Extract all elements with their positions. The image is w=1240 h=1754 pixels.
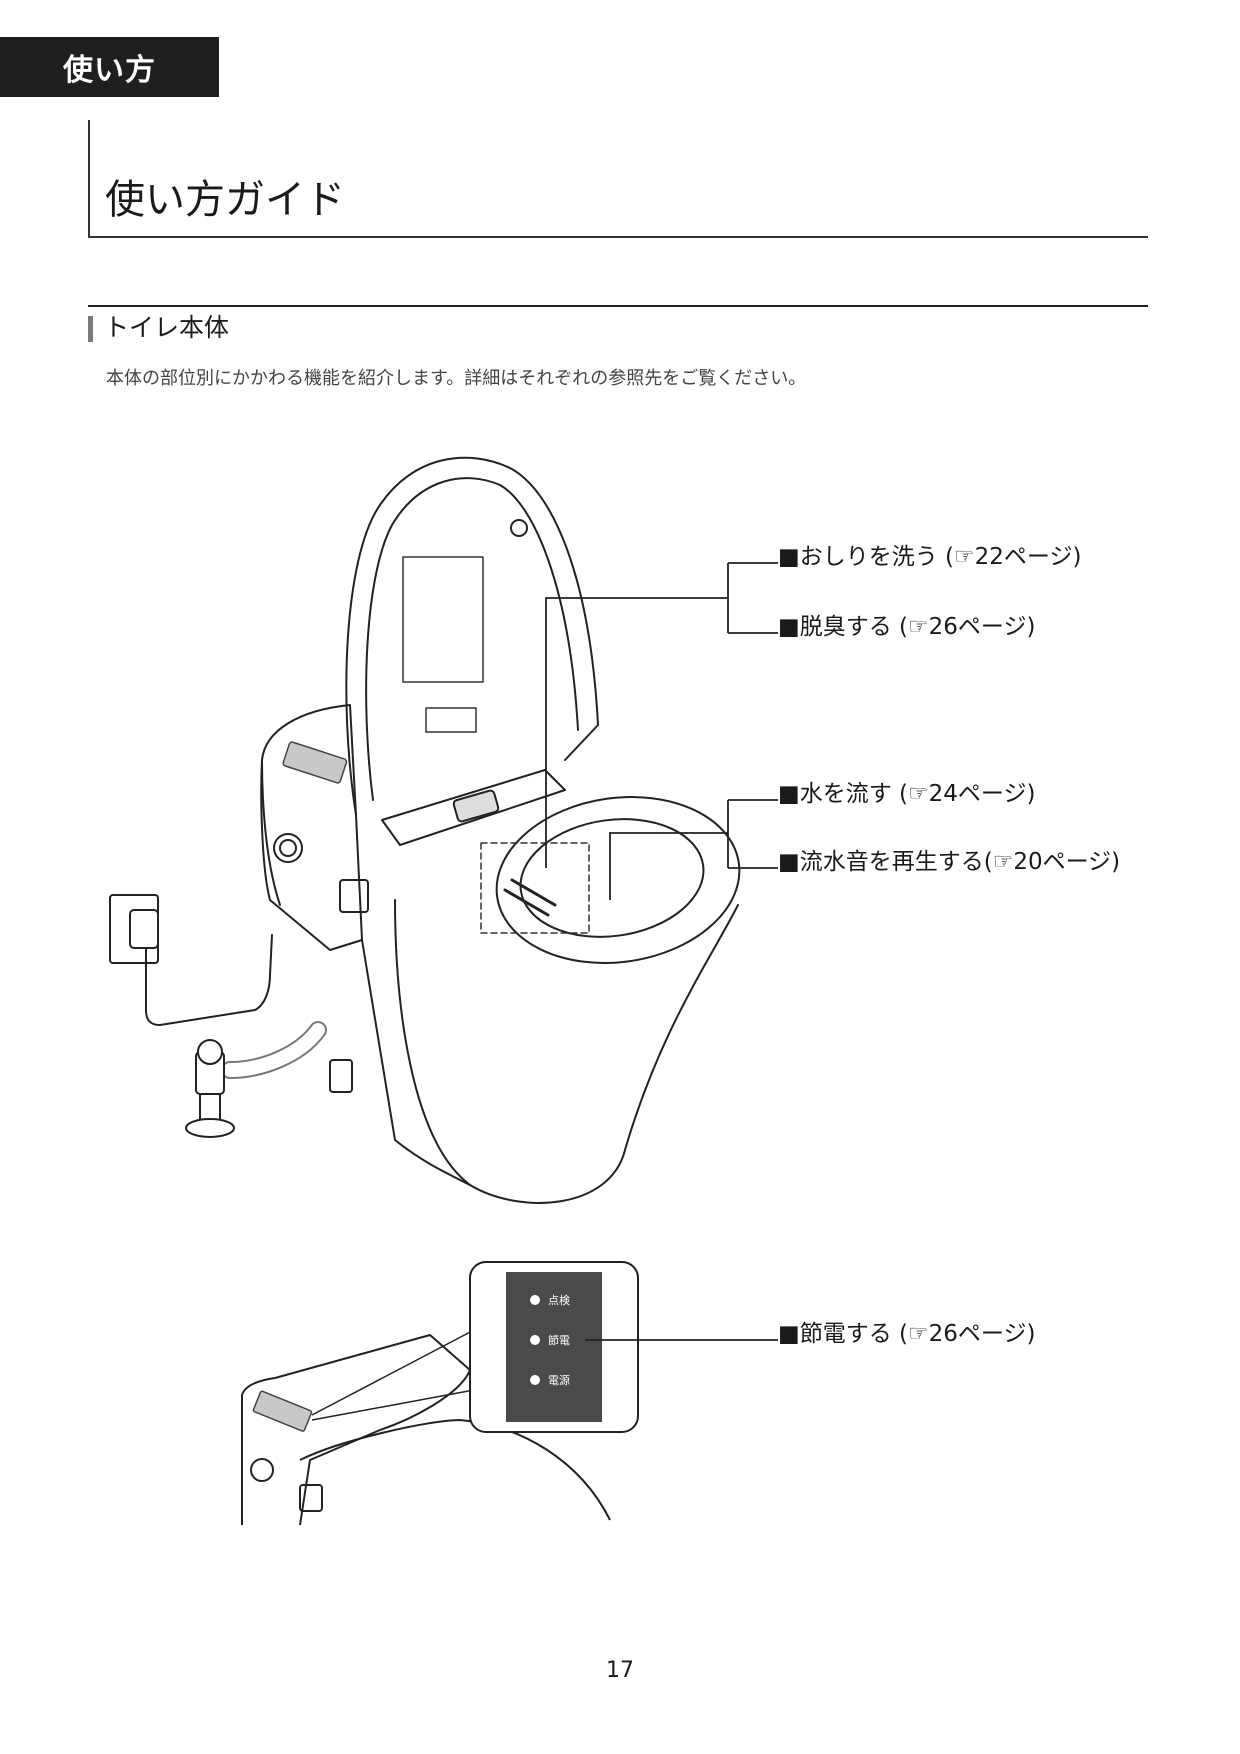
side-port — [339, 879, 369, 913]
toilet-lid-inner — [365, 477, 579, 801]
callout-flush-sound: ■流水音を再生する(☞20ページ) — [778, 849, 1121, 875]
panel-label-power: 電源 — [548, 1373, 570, 1387]
indicator-power — [530, 1375, 540, 1385]
callout-power-save: ■節電する (☞26ページ) — [778, 1321, 1036, 1347]
title-rule-vertical — [88, 120, 90, 238]
toilet-lid — [345, 456, 599, 816]
valve-base — [185, 1118, 235, 1138]
control-panel — [506, 1272, 602, 1422]
panel-label-eco: 節電 — [548, 1333, 570, 1347]
zoom-line — [311, 1329, 475, 1421]
section-intro: 本体の部位別にかかわる機能を紹介します。詳細はそれぞれの参照先をご覧ください。 — [106, 368, 807, 389]
section-tab: 使い方 — [0, 37, 219, 97]
toilet-bowl — [394, 899, 739, 1204]
page-number: 17 — [606, 1658, 634, 1683]
panel-label-check: 点検 — [548, 1293, 570, 1307]
leader-flush — [609, 832, 728, 900]
callout-deodorize: ■脱臭する (☞26ページ) — [778, 614, 1036, 640]
section-marker — [88, 316, 93, 342]
callout-flush: ■水を流す (☞24ページ) — [778, 781, 1036, 807]
page-title: 使い方ガイド — [105, 177, 345, 223]
lid-hinge-knob — [510, 519, 528, 537]
tank-top-panel — [252, 1390, 313, 1432]
leader-nozzle — [545, 597, 728, 868]
nozzle — [503, 878, 557, 917]
indicator-check — [530, 1295, 540, 1305]
lid-label-small — [425, 707, 477, 733]
title-rule-horizontal — [88, 236, 1148, 238]
deodorizer-vent — [452, 789, 500, 823]
top-panel — [282, 741, 348, 784]
tank-top-detail — [241, 1334, 471, 1526]
section-rule — [88, 305, 1148, 307]
section-title: トイレ本体 — [104, 313, 230, 342]
indicator-eco — [530, 1335, 540, 1345]
nozzle-area — [480, 842, 590, 934]
power-cable — [145, 934, 273, 1026]
side-unit — [260, 704, 363, 951]
toilet-seat — [495, 796, 741, 964]
power-adapter — [129, 909, 159, 949]
tank-knob — [250, 1458, 274, 1482]
callout-bidet-wash: ■おしりを洗う (☞22ページ) — [778, 544, 1082, 570]
bowl-opening — [519, 818, 705, 938]
lid-label — [402, 556, 484, 683]
